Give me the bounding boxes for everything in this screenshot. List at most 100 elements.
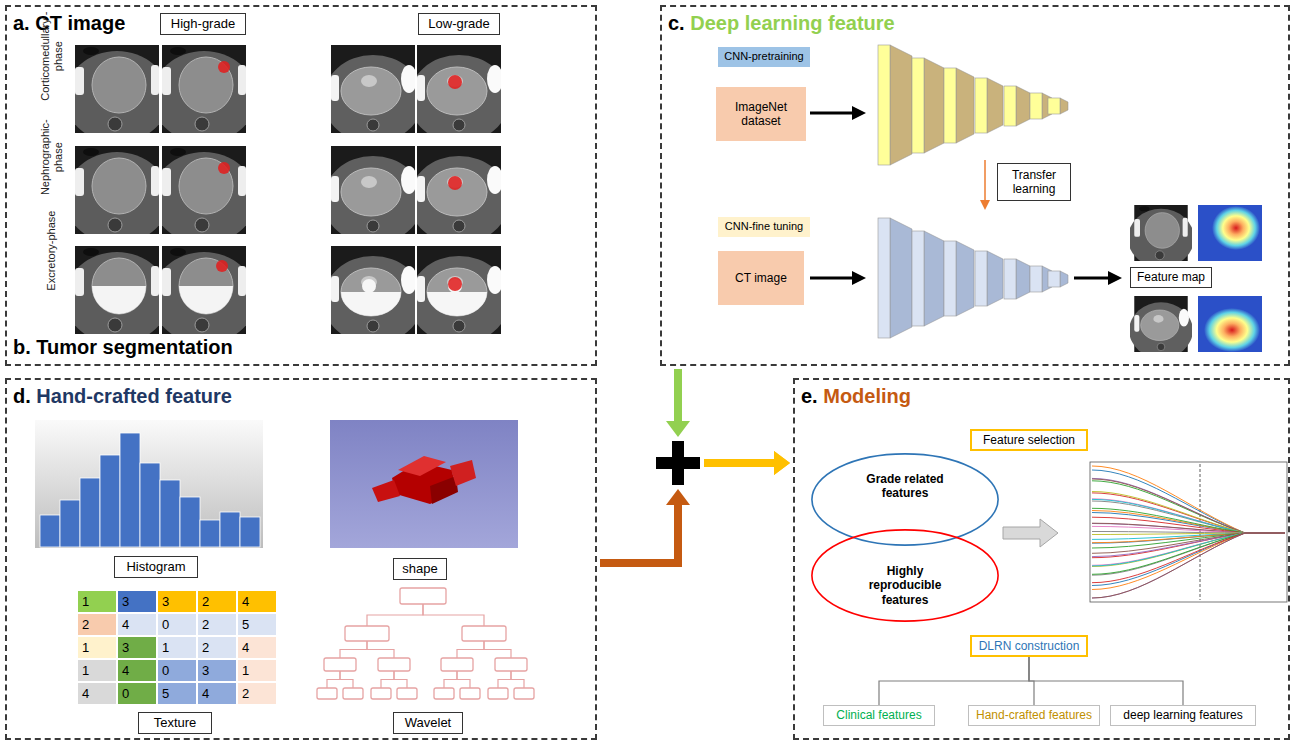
coefficient-path — [1092, 533, 1285, 548]
tree-link — [340, 671, 353, 688]
box-label: Histogram — [126, 559, 185, 575]
tree-link — [327, 671, 340, 688]
tree-box — [343, 688, 363, 699]
caption-box: Histogram — [114, 556, 198, 578]
cnn-layer — [987, 251, 1003, 306]
table-cell: 5 — [157, 682, 197, 705]
flow-arrow — [852, 271, 866, 285]
flow-arrow — [1108, 271, 1122, 285]
cnn-layer — [924, 58, 944, 153]
tree-link — [484, 641, 511, 658]
table-cell: 2 — [197, 636, 237, 659]
panel: c. Deep learning featureCNN-pretrainingI… — [660, 5, 1290, 366]
coefficient-path — [1092, 470, 1285, 533]
connector-line — [704, 459, 774, 467]
table-cell: 1 — [77, 659, 117, 682]
histogram — [220, 512, 240, 547]
connector — [879, 657, 1029, 705]
coefficient-path — [1092, 479, 1285, 533]
cnn-layer — [1004, 259, 1016, 299]
box-label: Transfer learning — [1002, 168, 1066, 197]
histogram — [140, 463, 160, 547]
box-label: CT image — [735, 271, 787, 285]
table-cell: 1 — [77, 590, 117, 613]
tree-box — [495, 658, 527, 671]
histogram — [35, 420, 263, 548]
cnn-layer — [1030, 93, 1042, 119]
row-label: Excretory-phase — [45, 205, 58, 297]
box-label: shape — [402, 561, 437, 577]
connector-line — [1029, 657, 1183, 705]
lasso-plot — [1090, 462, 1287, 602]
cnn-finetuned — [878, 218, 1068, 338]
feature-box: Clinical features — [823, 705, 935, 726]
set-ellipse: Highly reproducible features — [810, 528, 1000, 623]
tree-link — [367, 641, 394, 658]
cnn-layer — [975, 251, 987, 306]
shape-render — [430, 476, 458, 504]
shape-render — [330, 420, 518, 548]
coefficient-path — [1092, 533, 1285, 583]
segmentation-mask — [218, 61, 230, 73]
table-cell: 3 — [157, 590, 197, 613]
arrowhead — [774, 451, 790, 475]
segmentation-mask — [218, 162, 230, 174]
coefficient-path — [1092, 478, 1285, 533]
coefficient-path — [1092, 499, 1285, 533]
lasso-plot — [1200, 464, 1201, 600]
set-label: Highly reproducible features — [860, 564, 950, 607]
segmentation-mask — [448, 277, 462, 291]
feature-map-images — [1212, 206, 1260, 250]
connector — [666, 369, 790, 475]
feature-map-images — [1198, 296, 1262, 352]
segmentation-mask — [216, 61, 462, 291]
ellipse-outline — [812, 454, 998, 545]
coefficient-path — [1092, 517, 1285, 533]
arrowhead — [666, 489, 690, 505]
tree-link — [498, 671, 511, 688]
row-label: Corticomedullary -phase — [39, 10, 65, 102]
feature-box: Hand-crafted features — [968, 705, 1100, 726]
feature-map-images — [1129, 296, 1193, 358]
connector-line — [704, 459, 774, 467]
row-label: Nephrographic- phase — [39, 111, 65, 203]
feature-map-images — [1204, 308, 1260, 352]
tree-box — [378, 658, 410, 671]
coefficient-path — [1092, 526, 1285, 533]
feature-map-images — [1128, 205, 1262, 358]
caption-box: Wavelet — [393, 712, 463, 734]
tree-box — [317, 688, 337, 699]
tree-box — [397, 688, 417, 699]
coefficient-path — [1092, 499, 1285, 533]
caption-box: shape — [393, 558, 447, 580]
wavelet-tree — [317, 588, 534, 699]
coefficient-path — [1092, 533, 1285, 553]
process-box: Feature map — [1130, 267, 1212, 288]
tree-link — [340, 641, 367, 658]
connector-line — [879, 657, 1029, 705]
table-cell: 4 — [117, 659, 157, 682]
ct-images — [323, 246, 423, 344]
input-box: ImageNet dataset — [716, 87, 806, 141]
table-cell: 2 — [237, 682, 277, 705]
table-cell: 5 — [237, 613, 277, 636]
coefficient-path — [1092, 523, 1285, 533]
cnn-layer — [890, 45, 912, 165]
table-cell: 2 — [77, 613, 117, 636]
panel-title: a. CT image — [13, 12, 125, 35]
table-cell: 0 — [157, 659, 197, 682]
group-label: Low-grade — [418, 13, 500, 35]
histogram — [160, 480, 180, 547]
coefficient-path — [1092, 533, 1285, 543]
table-cell: 1 — [77, 636, 117, 659]
cnn-layer — [956, 241, 974, 316]
arrowhead — [666, 421, 690, 437]
tree-box — [460, 688, 480, 699]
feature-map-images — [1198, 205, 1262, 261]
connector-line — [600, 505, 678, 563]
cnn-layer — [944, 68, 956, 143]
tree-link — [367, 604, 423, 626]
coefficient-path — [1092, 533, 1285, 574]
ct-images — [65, 246, 169, 344]
